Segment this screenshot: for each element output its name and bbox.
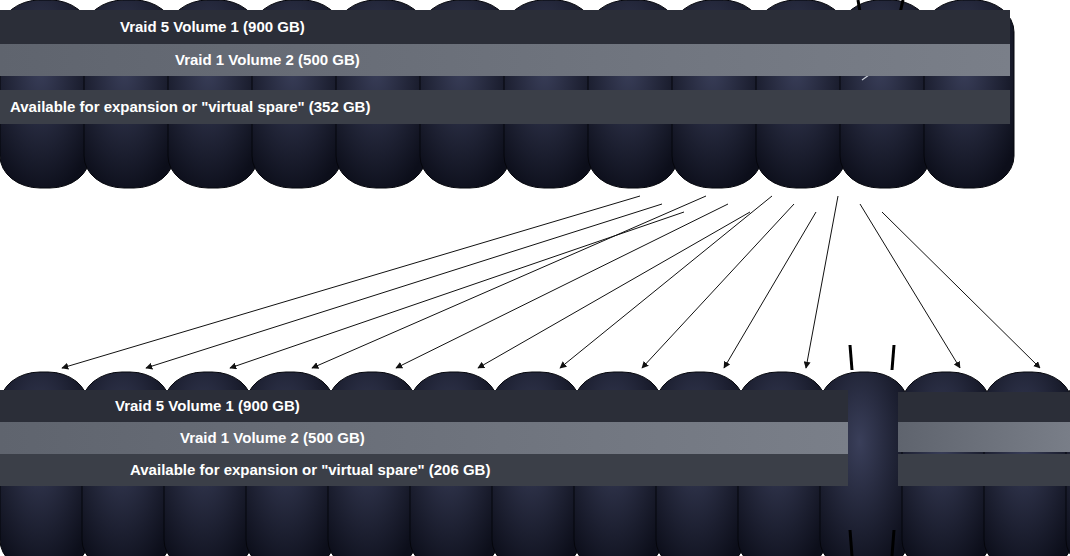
top-disk-row xyxy=(0,0,1014,188)
failure-mark xyxy=(850,345,852,370)
volume-label: Vraid 1 Volume 2 (500 GB) xyxy=(175,51,360,69)
redistribution-arrow xyxy=(62,196,640,368)
failure-mark xyxy=(892,530,894,556)
redistribution-arrow xyxy=(396,204,728,368)
bottom-disk-row xyxy=(0,372,1070,556)
redistribution-arrow xyxy=(806,196,838,368)
volume-band: Available for expansion or "virtual spar… xyxy=(0,90,1010,124)
volume-label: Vraid 5 Volume 1 (900 GB) xyxy=(120,18,305,36)
band-continuation xyxy=(898,422,1070,452)
volume-label: Vraid 1 Volume 2 (500 GB) xyxy=(180,429,365,447)
volume-band: Vraid 5 Volume 1 (900 GB) xyxy=(0,390,848,422)
band-continuation xyxy=(898,392,1070,422)
redistribution-arrow xyxy=(478,212,750,368)
volume-band: Vraid 1 Volume 2 (500 GB) xyxy=(0,422,848,454)
redistribution-arrow xyxy=(724,212,816,368)
redistribution-arrow xyxy=(642,204,794,368)
redistribution-arrow xyxy=(882,212,1040,368)
redistribution-arrow xyxy=(146,204,662,368)
volume-label: Available for expansion or "virtual spar… xyxy=(10,98,370,116)
volume-band: Vraid 5 Volume 1 (900 GB) xyxy=(0,10,1010,44)
volume-band: Available for expansion or "virtual spar… xyxy=(0,454,848,486)
failure-mark xyxy=(892,345,894,370)
volume-band: Vraid 1 Volume 2 (500 GB) xyxy=(0,44,1010,76)
volume-label: Available for expansion or "virtual spar… xyxy=(130,461,490,479)
redistribution-arrow xyxy=(312,196,706,368)
volume-label: Vraid 5 Volume 1 (900 GB) xyxy=(115,397,300,415)
band-continuation xyxy=(898,454,1070,486)
redistribution-arrow xyxy=(860,204,960,368)
failure-mark xyxy=(850,530,852,556)
